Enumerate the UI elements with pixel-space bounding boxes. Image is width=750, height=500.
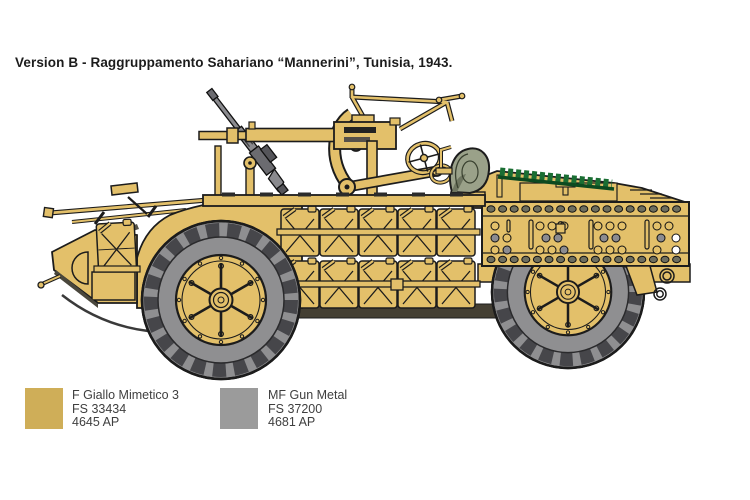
paint-fs-code: FS 37200 — [268, 401, 323, 416]
paint-legend-item: MF Gun Metal FS 37200 4681 AP — [220, 388, 347, 430]
sand-channel-panel — [481, 201, 690, 267]
front-jerry-can — [96, 219, 137, 271]
paint-swatch-gunmetal — [220, 388, 258, 429]
paint-fs-code: FS 33434 — [72, 401, 127, 416]
gun-pedestal — [338, 140, 453, 199]
windscreen-rails — [42, 182, 209, 225]
mirror-head — [110, 182, 139, 196]
paint-name: MF Gun Metal — [268, 388, 348, 402]
crank-handle — [37, 281, 45, 289]
version-title: Version B - Raggruppamento Sahariano “Ma… — [15, 55, 453, 70]
windshield-bracket — [435, 145, 453, 175]
paint-product-code: 4645 AP — [72, 415, 120, 429]
camo-net-roll — [499, 167, 613, 188]
paint-swatch-giallo — [25, 388, 63, 429]
vehicle-illustration — [37, 83, 691, 385]
cannon — [198, 114, 401, 150]
gunwale-beam — [202, 192, 486, 207]
jerry-can-rack — [276, 206, 481, 308]
panel-latch — [555, 223, 566, 234]
radiator-hatch — [71, 251, 89, 285]
tarp-roll — [449, 147, 491, 195]
nose-prow — [37, 219, 141, 308]
front-wheel — [142, 221, 300, 379]
paint-legend-item: F Giallo Mimetico 3 FS 33434 4645 AP — [25, 388, 179, 430]
paint-product-code: 4681 AP — [268, 415, 316, 429]
rear-deck — [472, 167, 689, 209]
tow-cable — [61, 294, 149, 333]
paint-name: F Giallo Mimetico 3 — [72, 388, 179, 402]
tow-shackles — [653, 268, 675, 301]
mg-support-post — [214, 145, 222, 199]
